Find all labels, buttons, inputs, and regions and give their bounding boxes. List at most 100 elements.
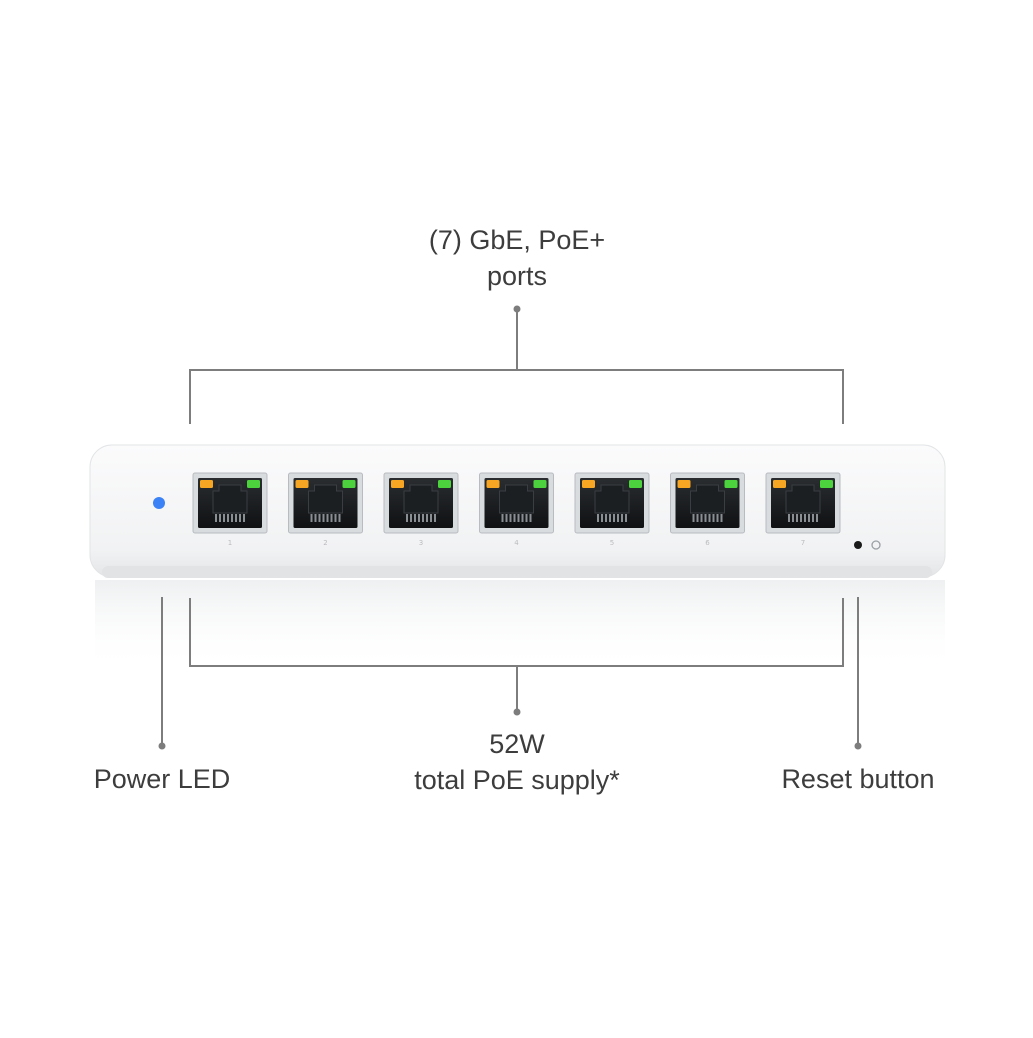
port-pin bbox=[605, 514, 607, 522]
port-pin bbox=[422, 514, 424, 522]
port-pin bbox=[310, 514, 313, 522]
port-pin bbox=[601, 514, 603, 522]
port-pin bbox=[227, 514, 229, 522]
port-pin bbox=[501, 514, 504, 522]
port-pin bbox=[338, 514, 341, 522]
poe-bracket bbox=[189, 598, 844, 710]
port-pin bbox=[418, 514, 420, 522]
port-led-right-icon bbox=[533, 480, 547, 488]
port-latch bbox=[785, 484, 821, 514]
port-pin bbox=[700, 514, 703, 522]
port-led-right-icon bbox=[820, 480, 833, 488]
port-pin bbox=[704, 514, 707, 522]
rj45-port[interactable]: 6 bbox=[670, 472, 745, 547]
port-pin bbox=[816, 514, 818, 522]
reset-symbol-icon bbox=[871, 540, 881, 550]
ports-callout-dot bbox=[513, 305, 521, 313]
port-latch bbox=[308, 484, 343, 514]
port-pin bbox=[414, 514, 416, 522]
port-pin bbox=[223, 514, 225, 522]
port-pin bbox=[621, 514, 623, 522]
reset-pinhole-icon[interactable] bbox=[854, 541, 862, 549]
port-pin bbox=[696, 514, 699, 522]
port-number-label: 3 bbox=[419, 539, 423, 547]
port-pin bbox=[804, 514, 806, 522]
poe-callout-dot bbox=[513, 708, 521, 716]
power-led-callout-label: Power LED bbox=[93, 764, 231, 794]
port-pin bbox=[792, 514, 794, 522]
port-led-right-icon bbox=[724, 480, 738, 488]
reset-callout-dot bbox=[854, 742, 862, 750]
port-number-label: 1 bbox=[228, 539, 232, 547]
port-number-label: 4 bbox=[514, 539, 519, 547]
port-pin bbox=[720, 514, 723, 522]
port-pin bbox=[509, 514, 512, 522]
port-led-left-icon bbox=[200, 480, 213, 488]
port-pin bbox=[517, 514, 520, 522]
port-pin bbox=[314, 514, 317, 522]
rj45-port[interactable]: 5 bbox=[574, 472, 650, 547]
port-pin bbox=[521, 514, 524, 522]
port-led-left-icon bbox=[486, 480, 500, 488]
port-led-left-icon bbox=[773, 480, 786, 488]
port-pin bbox=[243, 514, 245, 522]
port-pin bbox=[410, 514, 412, 522]
power-led-icon bbox=[153, 497, 165, 509]
ports-callout-label: (7) GbE, PoE+ ports bbox=[367, 222, 667, 294]
ports-bracket bbox=[189, 310, 844, 424]
port-led-right-icon bbox=[438, 480, 451, 488]
poe-callout-line1: 52W bbox=[489, 729, 545, 759]
port-pin bbox=[334, 514, 337, 522]
rj45-port[interactable]: 7 bbox=[765, 472, 841, 547]
port-led-right-icon bbox=[247, 480, 260, 488]
port-number-label: 6 bbox=[705, 539, 710, 547]
port-number-label: 7 bbox=[801, 539, 805, 547]
rj45-port[interactable]: 1 bbox=[192, 472, 268, 547]
ports-callout-line1: (7) GbE, PoE+ bbox=[428, 225, 606, 255]
power-led-callout-dot bbox=[158, 742, 166, 750]
reset-callout-label: Reset button bbox=[781, 764, 935, 794]
port-pin bbox=[716, 514, 719, 522]
port-pin bbox=[812, 514, 814, 522]
port-pin bbox=[326, 514, 329, 522]
port-latch bbox=[403, 484, 439, 514]
port-pin bbox=[609, 514, 611, 522]
port-pin bbox=[505, 514, 508, 522]
port-led-right-icon bbox=[629, 480, 642, 488]
port-pin bbox=[525, 514, 528, 522]
switch-bottom-edge bbox=[102, 566, 932, 578]
port-pin bbox=[796, 514, 798, 522]
port-pin bbox=[219, 514, 221, 522]
rj45-port[interactable]: 4 bbox=[479, 472, 554, 547]
port-pin bbox=[322, 514, 325, 522]
device-reflection bbox=[95, 580, 945, 670]
port-pin bbox=[692, 514, 695, 522]
port-pin bbox=[430, 514, 432, 522]
ports-callout-line2: ports bbox=[486, 261, 548, 291]
port-led-left-icon bbox=[582, 480, 595, 488]
port-pin bbox=[318, 514, 321, 522]
port-pin bbox=[597, 514, 599, 522]
port-number-label: 5 bbox=[610, 539, 614, 547]
port-pin bbox=[426, 514, 428, 522]
port-pin bbox=[434, 514, 436, 522]
port-latch bbox=[499, 484, 534, 514]
port-pin bbox=[708, 514, 711, 522]
poe-callout-line2: total PoE supply* bbox=[414, 765, 620, 795]
port-pin bbox=[231, 514, 233, 522]
port-pin bbox=[406, 514, 408, 522]
port-pin bbox=[712, 514, 715, 522]
port-pin bbox=[625, 514, 627, 522]
rj45-port[interactable]: 2 bbox=[288, 472, 363, 547]
rj45-port[interactable]: 3 bbox=[383, 472, 459, 547]
poe-callout-label: 52W total PoE supply* bbox=[367, 726, 667, 798]
port-pin bbox=[529, 514, 532, 522]
port-pin bbox=[800, 514, 802, 522]
port-pin bbox=[215, 514, 217, 522]
port-led-right-icon bbox=[342, 480, 356, 488]
port-pin bbox=[613, 514, 615, 522]
port-led-left-icon bbox=[295, 480, 309, 488]
port-latch bbox=[594, 484, 630, 514]
